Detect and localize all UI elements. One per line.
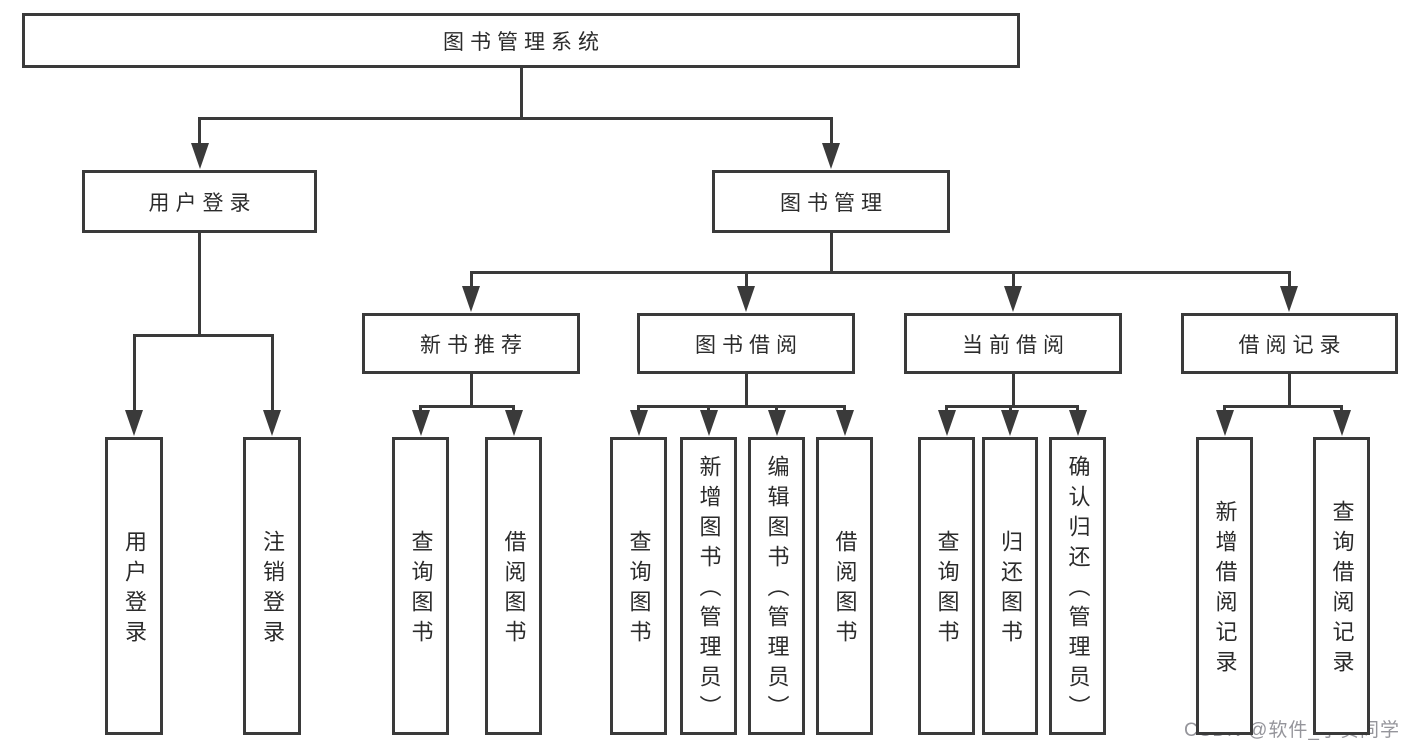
- arrow-down-icon: [125, 410, 143, 436]
- node-leaf-query-record: 查询借阅记录: [1313, 437, 1370, 735]
- connector-rail-1: [132, 333, 274, 337]
- connector-stem-1: [198, 233, 201, 337]
- node-label-leaf-borrow-book-1: 借阅图书: [501, 530, 527, 650]
- node-leaf-user-login: 用户登录: [105, 437, 163, 735]
- connector-rail-6: [1223, 404, 1343, 408]
- node-leaf-query-book-2: 查询图书: [610, 437, 667, 735]
- arrow-down-icon: [1068, 410, 1087, 436]
- node-label-leaf-query-book-3: 查询图书: [934, 530, 960, 650]
- node-leaf-query-book-1: 查询图书: [392, 437, 449, 735]
- node-new-book-rec: 新书推荐: [362, 313, 580, 374]
- connector-rail-4: [637, 404, 846, 408]
- arrow-line-0: [198, 116, 201, 161]
- node-leaf-edit-book: 编辑图书（管理员）: [748, 437, 805, 735]
- connector-rail-0: [198, 116, 833, 120]
- arrow-down-icon: [504, 410, 523, 436]
- node-leaf-add-record: 新增借阅记录: [1196, 437, 1253, 735]
- node-label-leaf-return-book: 归还图书: [998, 530, 1023, 650]
- node-label-new-book-rec: 新书推荐: [420, 333, 528, 357]
- node-leaf-query-book-3: 查询图书: [918, 437, 975, 735]
- arrow-down-icon: [822, 143, 840, 169]
- connector-stem-4: [744, 374, 748, 408]
- node-label-leaf-query-record: 查询借阅记录: [1329, 500, 1355, 680]
- arrow-line-2: [132, 333, 136, 428]
- node-leaf-return-book: 归还图书: [982, 437, 1038, 735]
- node-current-borrow: 当前借阅: [904, 313, 1122, 374]
- node-label-leaf-edit-book: 编辑图书（管理员）: [764, 455, 790, 725]
- arrow-down-icon: [629, 410, 648, 436]
- arrow-down-icon: [462, 286, 480, 312]
- node-leaf-confirm-return: 确认归还（管理员）: [1049, 437, 1106, 735]
- node-label-leaf-add-book: 新增图书（管理员）: [696, 455, 722, 725]
- node-leaf-borrow-book-1: 借阅图书: [485, 437, 542, 735]
- arrow-line-1: [829, 116, 833, 161]
- node-label-leaf-confirm-return: 确认归还（管理员）: [1065, 455, 1091, 725]
- node-user-login: 用户登录: [82, 170, 317, 233]
- node-book-mgmt: 图书管理: [712, 170, 950, 233]
- node-label-leaf-query-book-2: 查询图书: [626, 530, 652, 650]
- node-label-book-mgmt: 图书管理: [780, 191, 888, 215]
- arrow-down-icon: [1332, 410, 1351, 436]
- arrow-down-icon: [737, 286, 755, 312]
- arrow-down-icon: [411, 410, 430, 436]
- node-book-borrow: 图书借阅: [637, 313, 855, 374]
- arrow-down-icon: [1215, 410, 1234, 436]
- arrow-down-icon: [767, 410, 786, 436]
- connector-stem-6: [1287, 374, 1291, 408]
- node-root: 图书管理系统: [22, 13, 1020, 68]
- arrow-down-icon: [699, 410, 718, 436]
- connector-stem-3: [469, 374, 473, 408]
- node-label-leaf-add-record: 新增借阅记录: [1212, 500, 1238, 680]
- node-label-current-borrow: 当前借阅: [962, 333, 1070, 357]
- connector-stem-5: [1011, 374, 1015, 408]
- node-leaf-logout: 注销登录: [243, 437, 301, 735]
- arrow-down-icon: [1280, 286, 1298, 312]
- connector-stem-2: [829, 233, 833, 274]
- connector-rail-2: [469, 270, 1291, 274]
- arrow-down-icon: [1001, 410, 1019, 436]
- node-leaf-add-book: 新增图书（管理员）: [680, 437, 737, 735]
- node-leaf-borrow-book-2: 借阅图书: [816, 437, 873, 735]
- node-label-leaf-logout: 注销登录: [260, 530, 285, 650]
- connector-stem-0: [519, 68, 523, 120]
- node-label-leaf-user-login: 用户登录: [122, 530, 147, 650]
- arrow-down-icon: [1004, 286, 1022, 312]
- node-label-book-borrow: 图书借阅: [695, 333, 803, 357]
- node-label-leaf-query-book-1: 查询图书: [408, 530, 434, 650]
- arrow-down-icon: [190, 143, 209, 169]
- arrow-down-icon: [937, 410, 956, 436]
- node-label-borrow-records: 借阅记录: [1238, 333, 1347, 357]
- node-label-leaf-borrow-book-2: 借阅图书: [832, 530, 858, 650]
- node-label-user-login: 用户登录: [148, 191, 257, 215]
- arrow-down-icon: [263, 410, 281, 436]
- arrow-down-icon: [835, 410, 854, 436]
- node-label-root: 图书管理系统: [443, 30, 605, 54]
- arrow-line-3: [270, 333, 274, 428]
- connector-rail-3: [419, 404, 515, 408]
- node-borrow-records: 借阅记录: [1181, 313, 1398, 374]
